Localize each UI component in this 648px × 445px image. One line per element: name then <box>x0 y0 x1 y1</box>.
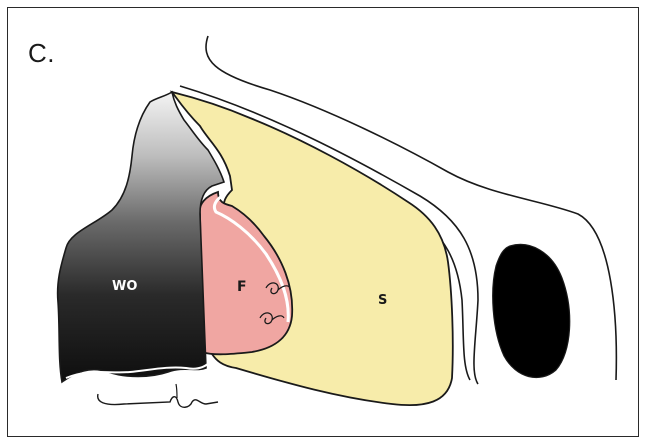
label-s: S <box>378 293 387 308</box>
region-wo <box>58 92 224 382</box>
signature-mark <box>98 394 218 407</box>
label-wo: WO <box>112 279 137 294</box>
label-f: F <box>237 279 247 295</box>
signature-mark-tick <box>176 384 177 398</box>
dark-oval <box>493 244 570 377</box>
